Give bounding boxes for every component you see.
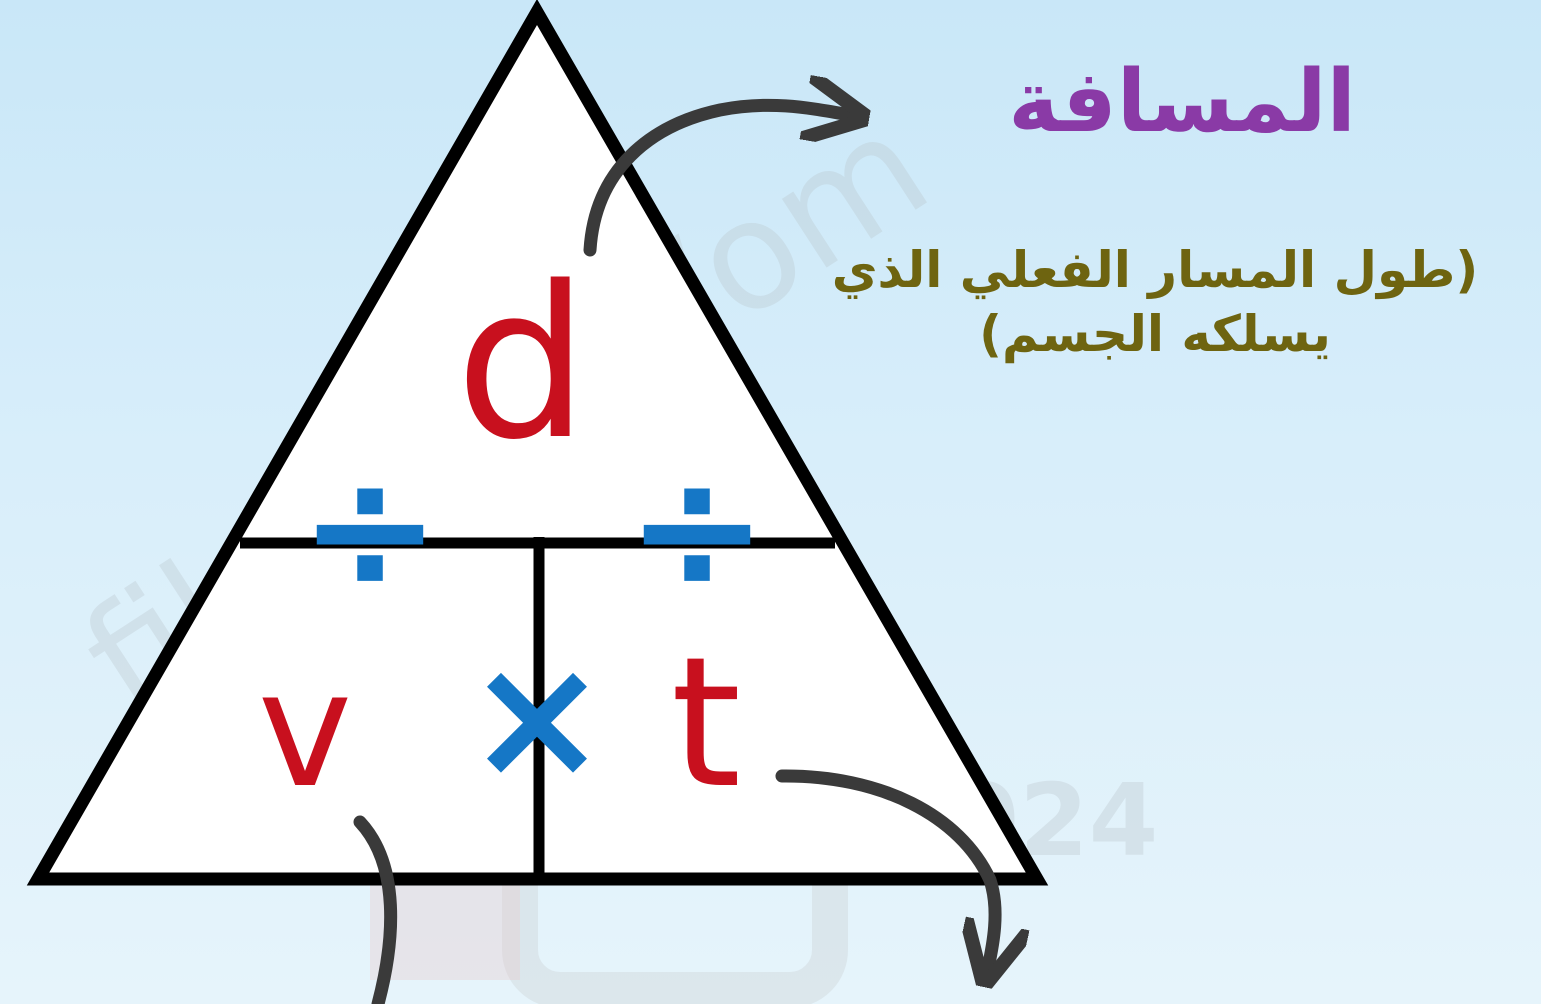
time-symbol: t	[671, 619, 742, 828]
divide-right-icon: ÷	[626, 431, 768, 629]
distance-description-line-2: يسلكه الجسم)	[979, 305, 1331, 363]
distance-title: المسافة	[1008, 52, 1356, 152]
velocity-arrow	[353, 815, 398, 1004]
divide-left-icon: ÷	[299, 431, 441, 629]
multiply-icon: ×	[466, 619, 608, 817]
distance-description-line-1: (طول المسار الفعلي الذي	[831, 241, 1479, 299]
distance-arrow	[583, 105, 850, 257]
time-arrow	[775, 769, 995, 968]
distance-symbol: d	[455, 241, 588, 486]
distance-description: (طول المسار الفعلي الذي يسلكه الجسم)	[770, 238, 1540, 366]
velocity-symbol: v	[258, 636, 353, 823]
